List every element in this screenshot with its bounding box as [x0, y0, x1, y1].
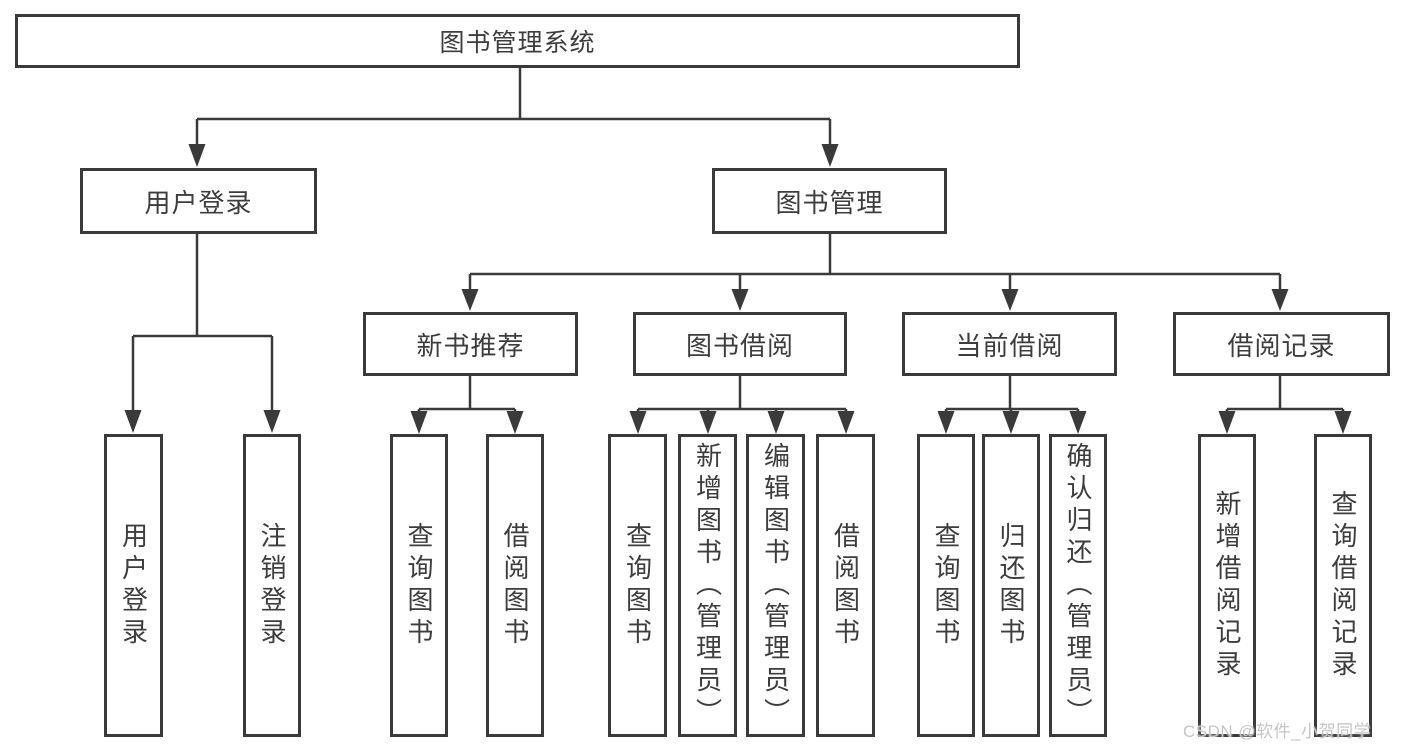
node-label: 用户登录: [144, 187, 253, 218]
node-label: 新增图书（管理员）: [692, 441, 723, 730]
edge-bookmgmt-to-level3: [468, 234, 1282, 291]
node-label: 借阅记录: [1227, 330, 1336, 361]
node-new-book-recommendation: 新书推荐: [363, 312, 578, 376]
arrowhead: [461, 289, 479, 311]
leaf-borrow-books-1: 借阅图书: [486, 434, 544, 737]
csdn-watermark: CSDN @软件_小贺同学: [1183, 722, 1372, 741]
arrowhead: [731, 289, 749, 311]
leaf-query-books-1: 查询图书: [390, 434, 448, 737]
arrowhead: [837, 411, 855, 434]
arrowhead: [629, 411, 647, 434]
leaf-add-books-admin: 新增图书（管理员）: [678, 434, 737, 737]
arrowhead: [506, 411, 524, 434]
arrowhead: [1334, 411, 1352, 434]
leaf-user-login: 用户登录: [104, 434, 163, 737]
edge-bookborrow-to-leaves: [636, 376, 848, 414]
node-user-login: 用户登录: [80, 168, 317, 234]
leaf-add-borrow-record: 新增借阅记录: [1198, 434, 1256, 737]
arrowhead: [410, 411, 428, 434]
edge-borrowrecord-to-leaves: [1225, 376, 1345, 414]
node-label: 新书推荐: [416, 330, 525, 361]
edge-root-to-level2: [195, 68, 832, 146]
arrowhead: [124, 410, 142, 433]
arrowhead: [1271, 289, 1289, 311]
node-label: 编辑图书（管理员）: [760, 441, 791, 730]
node-label: 查询图书: [404, 521, 434, 650]
arrowhead: [767, 411, 785, 434]
leaf-query-books-2: 查询图书: [608, 434, 667, 737]
arrowhead: [1218, 411, 1236, 434]
node-label: 借阅图书: [830, 521, 861, 650]
edge-userlogin-to-leaves: [131, 234, 274, 412]
node-label: 当前借阅: [955, 330, 1064, 361]
leaf-return-books: 归还图书: [982, 434, 1040, 737]
node-book-borrowing: 图书借阅: [633, 312, 847, 376]
node-label: 确认归还（管理员）: [1063, 441, 1093, 730]
node-label: 用户登录: [118, 521, 149, 650]
arrowhead: [937, 411, 955, 434]
leaf-query-books-3: 查询图书: [917, 434, 975, 737]
node-label: 新增借阅记录: [1212, 489, 1242, 682]
arrowhead: [1069, 411, 1087, 434]
node-label: 图书管理系统: [439, 29, 596, 57]
node-label: 图书借阅: [685, 330, 794, 361]
arrowhead: [699, 411, 717, 434]
arrowhead: [1001, 289, 1019, 311]
arrowhead: [1002, 411, 1020, 434]
node-book-management: 图书管理: [712, 168, 947, 234]
leaf-logout: 注销登录: [243, 434, 301, 737]
node-label: 图书管理: [775, 187, 884, 218]
arrowhead: [263, 410, 281, 433]
node-label: 查询图书: [931, 521, 961, 650]
node-borrowing-records: 借阅记录: [1173, 312, 1390, 376]
leaf-borrow-books-2: 借阅图书: [816, 434, 875, 737]
arrowhead: [821, 144, 839, 167]
node-label: 借阅图书: [500, 521, 530, 650]
edge-newbookrec-to-leaves: [417, 376, 517, 414]
node-label: 归还图书: [996, 521, 1026, 650]
arrowhead: [188, 144, 206, 167]
leaf-edit-books-admin: 编辑图书（管理员）: [746, 434, 805, 737]
node-current-borrowing: 当前借阅: [902, 312, 1117, 376]
node-label: 查询图书: [622, 521, 653, 650]
leaf-query-borrow-record: 查询借阅记录: [1314, 434, 1372, 737]
node-label: 注销登录: [257, 521, 287, 650]
node-library-management-system: 图书管理系统: [15, 14, 1020, 68]
node-label: 查询借阅记录: [1328, 489, 1358, 682]
leaf-confirm-return-admin: 确认归还（管理员）: [1049, 434, 1107, 737]
edge-currentborrow-to-leaves: [944, 376, 1080, 414]
